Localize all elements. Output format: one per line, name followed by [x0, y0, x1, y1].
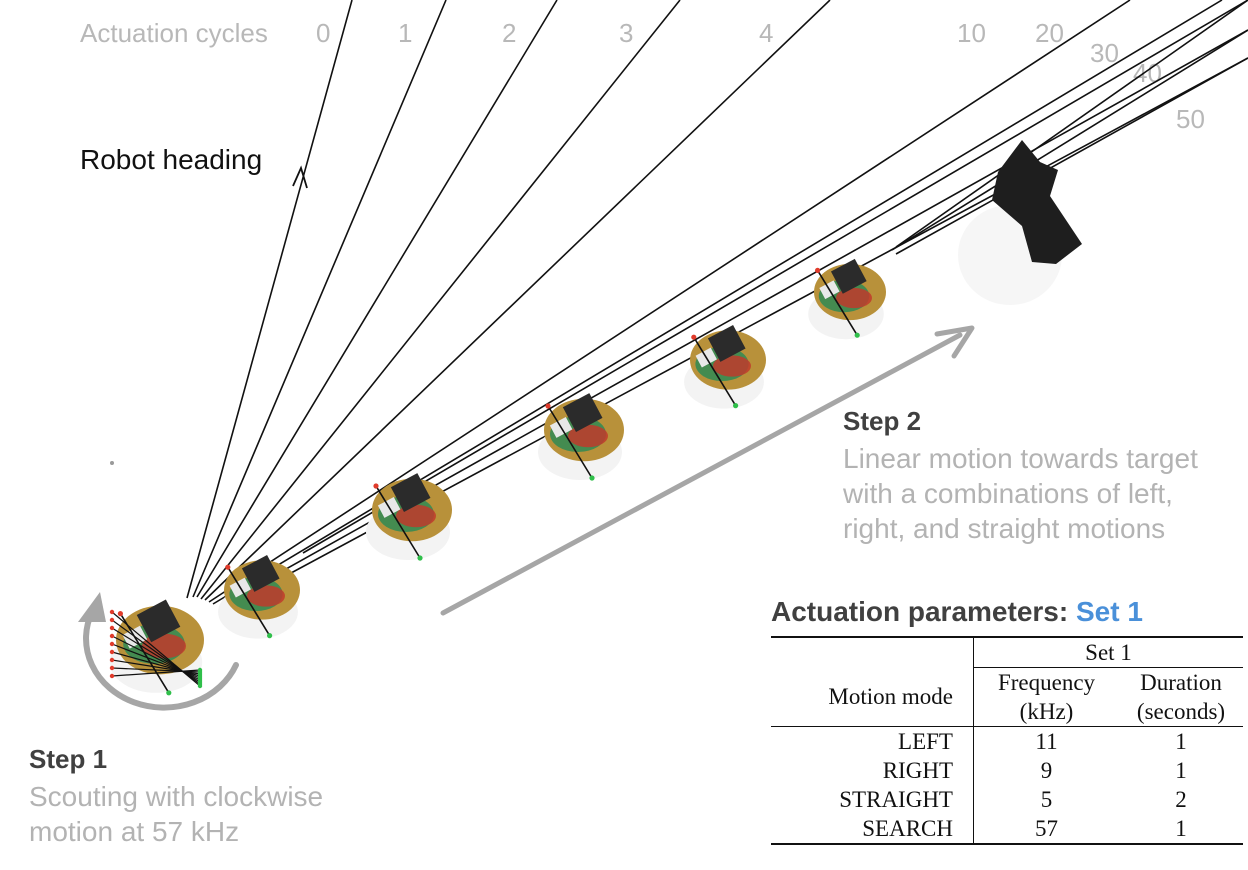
cycle-label: 20 [1035, 18, 1064, 48]
dur-cell: 1 [1175, 758, 1187, 783]
heading-line [895, 57, 1248, 255]
start-marker [109, 665, 115, 671]
robot-figure [109, 599, 204, 696]
actuation-parameters-title: Actuation parameters: Set 1 [771, 596, 1143, 628]
frequency-unit: (kHz) [973, 697, 1119, 727]
step2-line: Linear motion towards target [843, 443, 1198, 474]
heading-line [895, 0, 1248, 248]
step2-direction-arrow-icon [440, 325, 975, 616]
step2-line: right, and straight motions [843, 513, 1166, 544]
cycle-label: 3 [619, 18, 633, 48]
heading-line [204, 0, 831, 601]
robot-figure [218, 555, 300, 639]
table-row: STRAIGHT 5 2 [771, 785, 1243, 814]
duration-header: Duration [1140, 670, 1222, 695]
freq-cell: 11 [1035, 729, 1058, 754]
robot-positions [109, 258, 886, 696]
dur-cell: 2 [1175, 787, 1187, 812]
freq-cell: 5 [1040, 787, 1053, 812]
robot-figure [684, 325, 766, 409]
cycle-label: 0 [316, 18, 330, 48]
target-object [958, 140, 1082, 305]
heading-line [200, 0, 681, 600]
robot-figure [808, 258, 886, 340]
mode-cell: LEFT [771, 726, 974, 756]
start-marker [109, 641, 115, 647]
cycle-label: 30 [1090, 38, 1119, 68]
clockwise-arrow-icon [78, 592, 239, 711]
actuation-cycles-label: Actuation cycles [80, 18, 268, 48]
step1-line: motion at 57 kHz [29, 816, 240, 847]
cycle-label: 50 [1176, 104, 1205, 134]
step1-title: Step 1 [29, 744, 108, 774]
cycle-label: 4 [759, 18, 773, 48]
start-marker [109, 609, 115, 615]
cycle-label: 2 [502, 18, 516, 48]
cycle-label: 10 [957, 18, 986, 48]
robot-heading-label: Robot heading [80, 144, 263, 175]
params-title-text: Actuation parameters: [771, 596, 1076, 627]
dur-cell: 1 [1119, 814, 1243, 845]
motion-mode-header: Motion mode [771, 667, 974, 727]
heading-line [891, 29, 1248, 251]
mode-cell: RIGHT [771, 756, 974, 785]
heading-line [302, 0, 1248, 554]
dur-cell: 1 [1175, 729, 1187, 754]
heading-arrow-head [292, 165, 308, 189]
scouting-marker-line [111, 669, 201, 677]
step2-title: Step 2 [843, 406, 922, 436]
start-marker [109, 625, 115, 631]
mode-cell: STRAIGHT [771, 785, 974, 814]
start-marker [109, 649, 115, 655]
params-set-label: Set 1 [1075, 596, 1143, 627]
start-marker [109, 657, 115, 663]
step1-line: Scouting with clockwise [29, 781, 324, 812]
start-marker [109, 617, 115, 623]
heading-line [192, 0, 447, 598]
step2-line: with a combinations of left, [843, 478, 1173, 509]
freq-cell: 9 [1040, 758, 1053, 783]
actuation-parameters-table: Set 1 Motion mode Frequency Duration (kH… [771, 636, 1243, 845]
table-row: SEARCH 57 1 [771, 814, 1243, 845]
end-marker [197, 667, 203, 673]
heading-line [196, 0, 558, 598]
step1-description: Scouting with clockwise motion at 57 kHz [29, 779, 323, 849]
cycle-label: 1 [398, 18, 412, 48]
table-corner [771, 636, 974, 668]
start-marker [109, 673, 115, 679]
table-row: LEFT 11 1 [771, 726, 1243, 756]
robot-figure [366, 473, 452, 561]
robot-figure [538, 393, 624, 481]
speck [110, 461, 114, 465]
mode-cell: SEARCH [771, 814, 974, 845]
heading-line [186, 0, 353, 599]
table-row: RIGHT 9 1 [771, 756, 1243, 785]
freq-cell: 57 [973, 814, 1119, 845]
heading-line [208, 0, 1131, 603]
step2-description: Linear motion towards target with a comb… [843, 441, 1198, 546]
set-header: Set 1 [973, 636, 1243, 668]
duration-unit: (seconds) [1119, 697, 1243, 727]
frequency-header: Frequency [997, 670, 1096, 695]
start-marker [109, 633, 115, 639]
